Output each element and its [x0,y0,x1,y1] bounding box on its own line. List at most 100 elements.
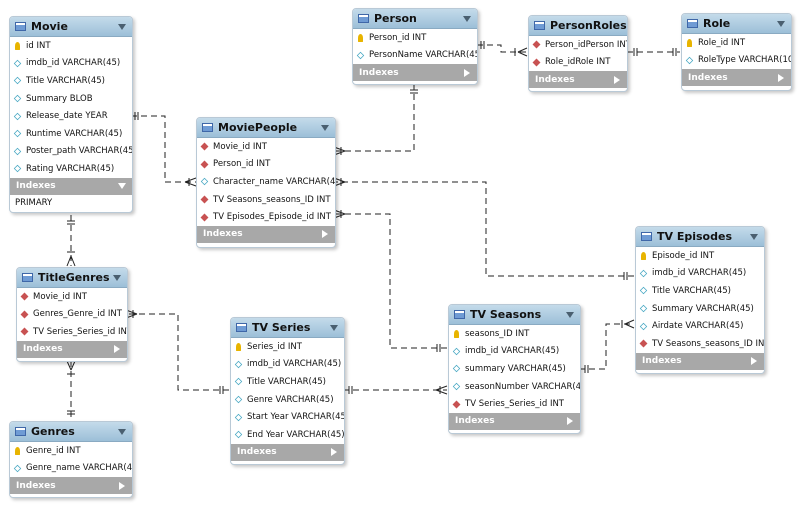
indexes-bar[interactable]: Indexes [10,477,132,495]
column-row[interactable]: seasons_ID INT [449,325,580,343]
column-row[interactable]: Role_id INT [682,34,791,52]
column-row[interactable]: imdb_id VARCHAR(45) [231,356,344,374]
column-row[interactable]: Genre VARCHAR(45) [231,391,344,409]
column-row[interactable]: RoleType VARCHAR(10) [682,52,791,70]
collapse-arrow-icon[interactable] [321,124,329,131]
collapse-arrow-icon[interactable] [118,183,126,190]
table-header[interactable]: TV Episodes [636,227,764,247]
table-header[interactable]: TV Seasons [449,305,580,325]
table-title: MoviePeople [218,121,298,134]
indexes-bar[interactable]: Indexes [353,64,477,82]
indexes-bar[interactable]: Indexes [231,443,344,461]
indexes-bar[interactable]: Indexes [529,71,627,89]
table-header[interactable]: TitleGenres [17,268,127,288]
column-row[interactable]: Character_name VARCHAR(45) [197,173,335,191]
indexes-bar[interactable]: Indexes [17,340,127,358]
column-row[interactable]: Genres_Genre_id INT [17,306,127,324]
table-icon [358,14,369,23]
column-row[interactable]: Movie_id INT [197,138,335,156]
column-row[interactable]: Title VARCHAR(45) [231,373,344,391]
column-row[interactable]: TV Series_Series_id INT [449,395,580,413]
column-row[interactable]: Summary VARCHAR(45) [636,300,764,318]
collapse-arrow-icon[interactable] [113,274,121,281]
collapse-arrow-icon[interactable] [777,20,785,27]
expand-arrow-icon[interactable] [778,73,784,82]
column-row[interactable]: TV Seasons_seasons_ID INT [636,335,764,353]
index-item: PRIMARY [15,198,53,209]
column-row[interactable]: Summary BLOB [10,90,132,108]
expand-arrow-icon[interactable] [567,417,573,426]
column-text: Genre_id INT [26,445,81,456]
expand-arrow-icon[interactable] [114,345,120,354]
column-row[interactable]: id INT [10,37,132,55]
collapse-arrow-icon[interactable] [118,23,126,30]
column-row[interactable]: Airdate VARCHAR(45) [636,317,764,335]
indexes-bar[interactable]: Indexes [682,69,791,87]
table-genres[interactable]: Genres Genre_id INT Genre_name VARCHAR(45… [9,421,133,498]
column-row[interactable]: Rating VARCHAR(45) [10,160,132,178]
table-header[interactable]: Movie [10,17,132,37]
column-row[interactable]: Role_idRole INT [529,54,627,72]
expand-arrow-icon[interactable] [331,448,337,457]
table-header[interactable]: Genres [10,422,132,442]
table-header[interactable]: TV Series [231,318,344,338]
column-row[interactable]: Movie_id INT [17,288,127,306]
column-row[interactable]: PersonName VARCHAR(45) [353,47,477,65]
collapse-arrow-icon[interactable] [566,311,574,318]
collapse-arrow-icon[interactable] [463,15,471,22]
column-row[interactable]: Title VARCHAR(45) [636,282,764,300]
column-row[interactable]: seasonNumber VARCHAR(45) [449,378,580,396]
indexes-bar[interactable]: Indexes [636,352,764,370]
collapse-arrow-icon[interactable] [118,428,126,435]
column-row[interactable]: Genre_name VARCHAR(45) [10,460,132,478]
column-row[interactable]: Start Year VARCHAR(45) [231,408,344,426]
indexes-label: Indexes [16,181,56,192]
indexes-bar[interactable]: Indexes [449,412,580,430]
column-row[interactable]: imdb_id VARCHAR(45) [10,55,132,73]
table-header[interactable]: Role [682,14,791,34]
link-tvepisodes-moviepeople [334,181,634,277]
column-row[interactable]: imdb_id VARCHAR(45) [636,265,764,283]
column-row[interactable]: Genre_id INT [10,442,132,460]
column-row[interactable]: Runtime VARCHAR(45) [10,125,132,143]
column-row[interactable]: Episode_id INT [636,247,764,265]
table-header[interactable]: PersonRoles [529,16,627,36]
expand-arrow-icon[interactable] [751,357,757,366]
expand-arrow-icon[interactable] [614,75,620,84]
column-row[interactable]: summary VARCHAR(45) [449,360,580,378]
indexes-bar[interactable]: Indexes [197,225,335,243]
column-text: Airdate VARCHAR(45) [652,321,744,332]
collapse-arrow-icon[interactable] [626,22,627,29]
column-row[interactable]: Person_idPerson INT [529,36,627,54]
column-row[interactable]: imdb_id VARCHAR(45) [449,343,580,361]
table-title: TV Seasons [470,308,542,321]
column-row[interactable]: Poster_path VARCHAR(45) [10,143,132,161]
column-row[interactable]: Person_id INT [353,29,477,47]
column-row[interactable]: End Year VARCHAR(45) [231,426,344,444]
expand-arrow-icon[interactable] [322,230,328,239]
expand-arrow-icon[interactable] [119,481,125,490]
expand-arrow-icon[interactable] [464,68,470,77]
table-header[interactable]: Person [353,9,477,29]
collapse-arrow-icon[interactable] [330,324,338,331]
column-row[interactable]: TV Seasons_seasons_ID INT [197,191,335,209]
column-row[interactable]: Release_date YEAR [10,107,132,125]
column-row[interactable]: Series_id INT [231,338,344,356]
indexes-bar[interactable]: Indexes [10,177,132,195]
column-row[interactable]: Title VARCHAR(45) [10,72,132,90]
column-row[interactable]: TV Episodes_Episode_id INT [197,208,335,226]
table-header[interactable]: MoviePeople [197,118,335,138]
collapse-arrow-icon[interactable] [750,233,758,240]
column-row[interactable]: Person_id INT [197,156,335,174]
column-row[interactable]: TV Series_Series_id INT [17,323,127,341]
